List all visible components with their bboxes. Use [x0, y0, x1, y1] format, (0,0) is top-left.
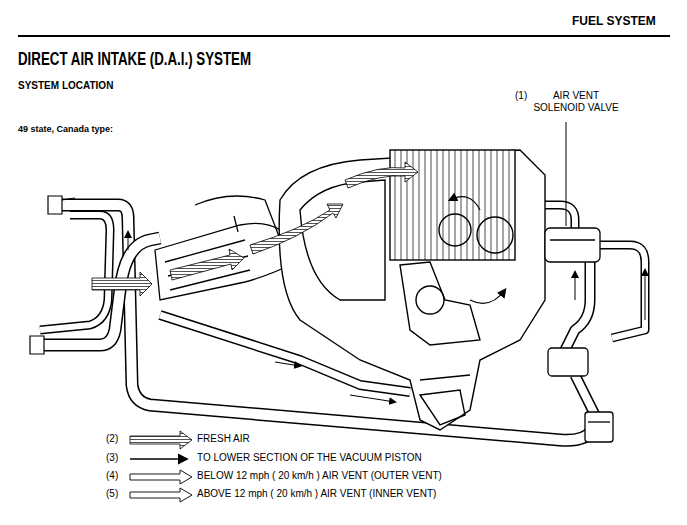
callout-number: (1): [515, 90, 527, 102]
callout-number: (5): [106, 488, 118, 500]
part-name: AIR VENT SOLENOID VALVE: [530, 90, 622, 113]
leader-line: [566, 122, 567, 226]
section-header: FUEL SYSTEM: [572, 15, 656, 29]
header-rule: [18, 35, 670, 37]
type-note: 49 state, Canada type:: [18, 124, 113, 134]
subheading: SYSTEM LOCATION: [18, 80, 113, 92]
callout-number: (4): [106, 470, 118, 482]
solenoid-valve: [545, 228, 613, 442]
legend-text: FRESH AIR: [197, 433, 250, 445]
flow-arrows: [92, 162, 645, 402]
engine: [279, 150, 545, 430]
legend-samples: [130, 431, 192, 502]
callout-number: (3): [106, 452, 118, 464]
callout-number: (2): [106, 433, 118, 445]
legend-text: TO LOWER SECTION OF THE VACUUM PISTON: [197, 452, 422, 464]
legend-text: BELOW 12 mph ( 20 km/h ) AIR VENT (OUTER…: [197, 470, 442, 482]
page-title: DIRECT AIR INTAKE (D.A.I.) SYSTEM: [18, 49, 251, 70]
legend-text: ABOVE 12 mph ( 20 km/h ) AIR VENT (INNER…: [197, 488, 436, 500]
hose-ends: [30, 196, 75, 354]
